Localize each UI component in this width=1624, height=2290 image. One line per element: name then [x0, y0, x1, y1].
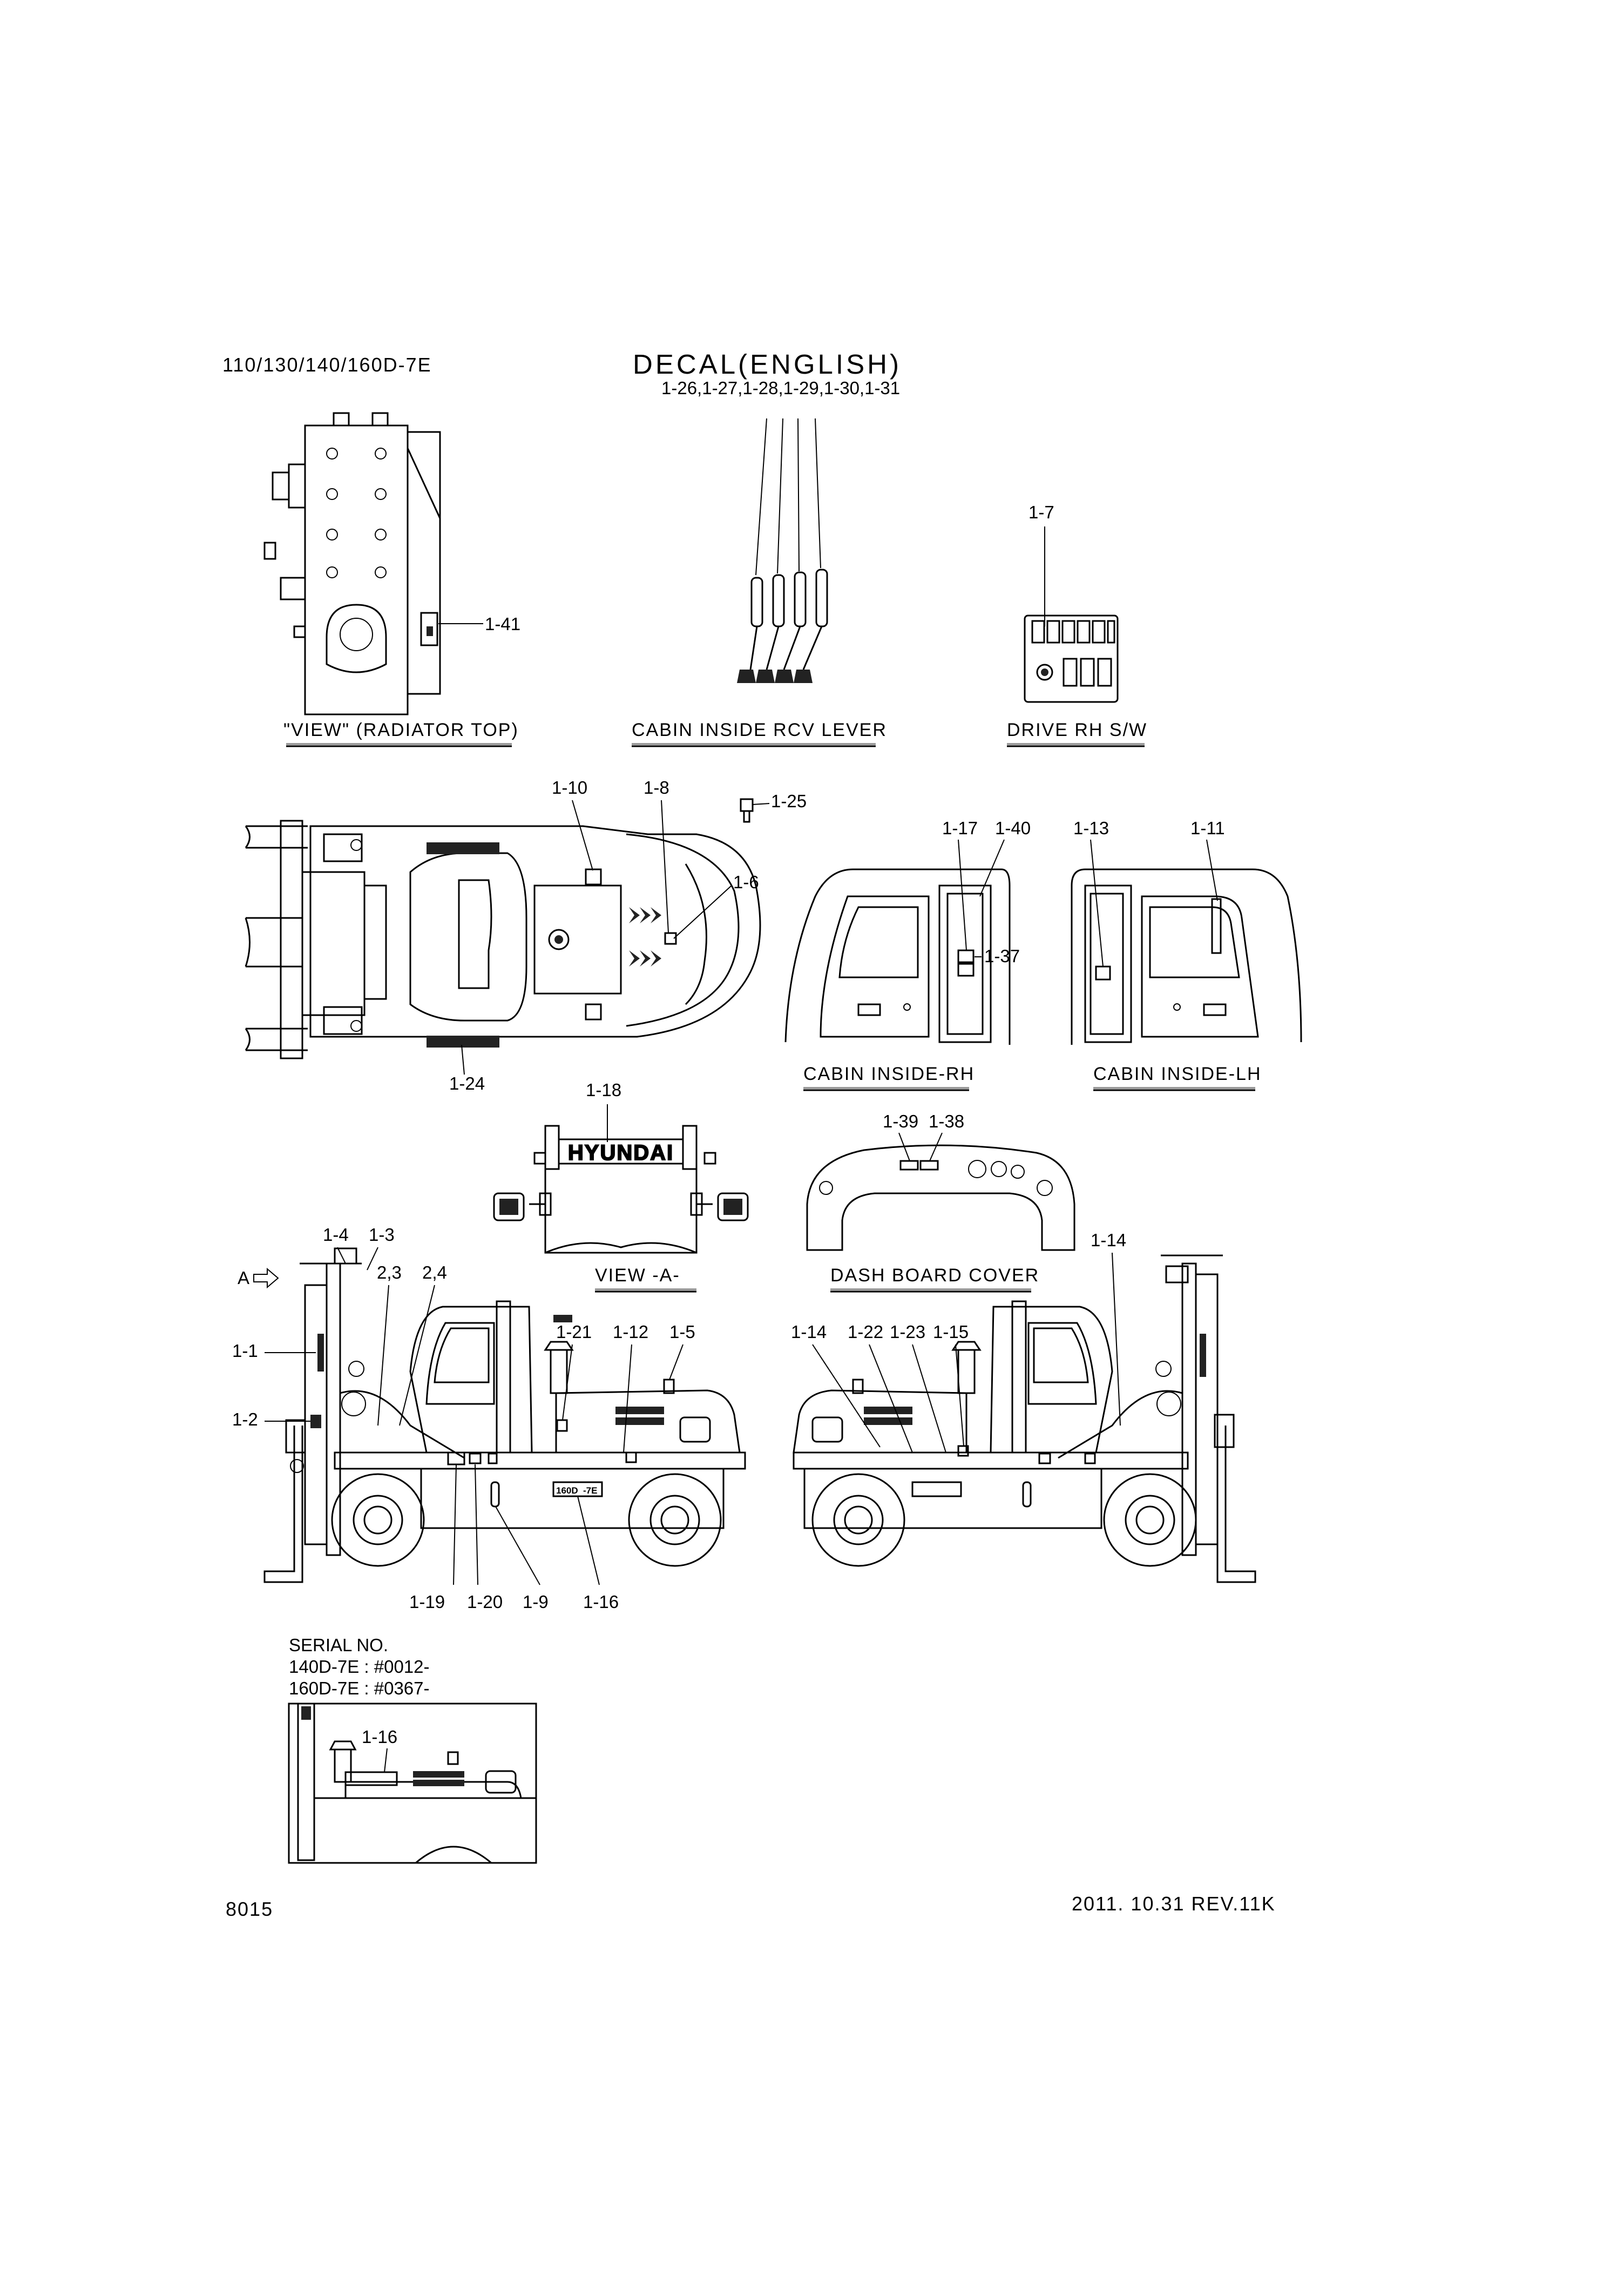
serial-line-140d: 140D-7E : #0012- — [289, 1657, 430, 1677]
drive-rh-switch-panel — [1024, 614, 1119, 703]
radiator-top-view — [263, 412, 483, 715]
cabin-inside-lh-view — [1071, 839, 1302, 1045]
view-a-mast: HYUNDAI — [493, 1125, 749, 1254]
callout-1-9: 1-9 — [523, 1592, 549, 1612]
callout-1-2: 1-2 — [232, 1409, 258, 1429]
callout-1-4: 1-4 — [323, 1225, 349, 1245]
machine-top-view — [245, 800, 761, 1075]
serial-line-160d: 160D-7E : #0367- — [289, 1678, 430, 1698]
callout-1-38: 1-38 — [929, 1111, 964, 1131]
callout-1-26-to-1-31: 1-26,1-27,1-28,1-29,1-30,1-31 — [661, 378, 900, 398]
callout-2-3: 2,3 — [377, 1262, 402, 1282]
model-plate-part-b: -7E — [583, 1485, 597, 1496]
callout-1-14-upper: 1-14 — [1091, 1230, 1126, 1250]
callout-1-5: 1-5 — [669, 1322, 695, 1342]
callout-1-11: 1-11 — [1190, 818, 1225, 838]
model-plate-part-a: 160D — [556, 1485, 578, 1496]
view-a-arrow-icon — [253, 1267, 279, 1289]
page-number: 8015 — [226, 1898, 273, 1920]
callout-1-16: 1-16 — [583, 1592, 619, 1612]
cabin-inside-rh-view — [784, 839, 1011, 1045]
caption-radiator-top: "VIEW" (RADIATOR TOP) — [283, 720, 519, 740]
date-revision: 2011. 10.31 REV.11K — [1072, 1893, 1276, 1915]
callout-2-4: 2,4 — [422, 1262, 447, 1282]
caption-dash-board-cover: DASH BOARD COVER — [830, 1265, 1039, 1286]
callout-1-15: 1-15 — [933, 1322, 969, 1342]
caption-drive-rh-sw: DRIVE RH S/W — [1007, 720, 1147, 740]
callout-1-10: 1-10 — [552, 778, 587, 798]
callout-1-16-inset: 1-16 — [362, 1727, 397, 1747]
callout-1-21: 1-21 — [556, 1322, 592, 1342]
horn-decal-1-25 — [740, 798, 770, 823]
callout-1-17: 1-17 — [942, 818, 978, 838]
callout-1-25: 1-25 — [771, 791, 807, 811]
machine-side-view-right — [793, 1252, 1256, 1583]
hyundai-decal-text: HYUNDAI — [568, 1141, 674, 1165]
caption-cabin-inside-lh: CABIN INSIDE-LH — [1093, 1064, 1262, 1084]
sheet-title: DECAL(ENGLISH) — [633, 349, 902, 380]
callout-1-1: 1-1 — [232, 1341, 258, 1361]
caption-cabin-rcv-lever: CABIN INSIDE RCV LEVER — [632, 720, 887, 740]
callout-1-12: 1-12 — [613, 1322, 648, 1342]
callout-1-13: 1-13 — [1073, 818, 1109, 838]
serial-inset — [288, 1703, 537, 1864]
arrow-label-a: A — [238, 1268, 249, 1288]
callout-1-39: 1-39 — [883, 1111, 918, 1131]
callout-1-19: 1-19 — [409, 1592, 445, 1612]
callout-1-8: 1-8 — [644, 778, 669, 798]
callout-1-20: 1-20 — [467, 1592, 503, 1612]
machine-side-view-left: 160D -7E — [263, 1247, 746, 1585]
callout-1-18: 1-18 — [586, 1080, 621, 1100]
caption-view-a: VIEW -A- — [595, 1265, 680, 1286]
callout-1-7: 1-7 — [1028, 502, 1054, 522]
dash-board-cover — [806, 1132, 1075, 1251]
callout-1-24: 1-24 — [449, 1073, 485, 1093]
model-line: 110/130/140/160D-7E — [222, 354, 432, 376]
callout-1-41: 1-41 — [485, 614, 520, 634]
callout-1-3: 1-3 — [369, 1225, 395, 1245]
caption-cabin-inside-rh: CABIN INSIDE-RH — [803, 1064, 975, 1084]
callout-1-22: 1-22 — [848, 1322, 883, 1342]
callout-1-40: 1-40 — [995, 818, 1031, 838]
serial-heading: SERIAL NO. — [289, 1635, 388, 1655]
callout-1-37: 1-37 — [984, 946, 1020, 966]
callout-1-23: 1-23 — [890, 1322, 925, 1342]
rcv-lever-group — [737, 418, 828, 683]
callout-1-14-lower: 1-14 — [791, 1322, 827, 1342]
